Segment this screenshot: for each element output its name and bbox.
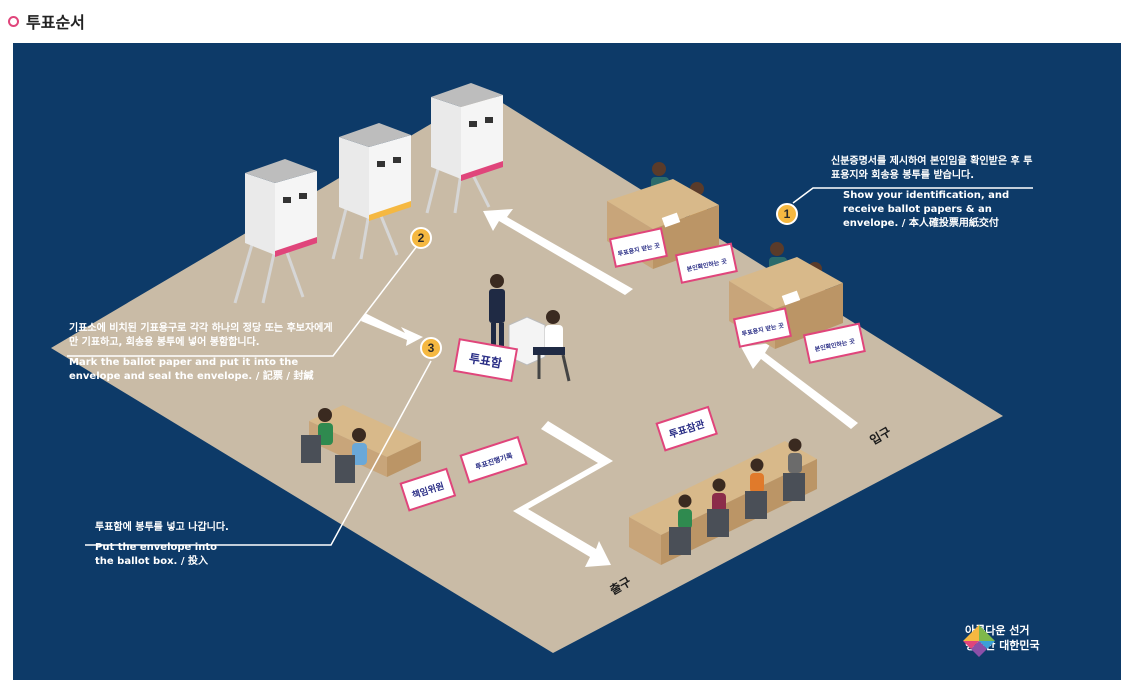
voting-booth-2	[331, 123, 411, 260]
sign-id-check-a: 본인확인하는 곳	[674, 242, 738, 284]
step-3-korean: 투표함에 봉투를 넣고 나갑니다.	[95, 522, 229, 533]
step-2-note: 기표소에 비치된 기표용구로 각각 하나의 정당 또는 후보자에게만 기표하고,…	[69, 322, 339, 384]
sign-id-check-b: 본인확인하는 곳	[802, 322, 866, 364]
svg-text:투표함: 투표함	[468, 350, 503, 371]
leader-line-3	[85, 360, 432, 546]
step-1-korean: 신분증명서를 제시하여 본인임을 확인받은 후 투표용지와 회송용 봉투를 받습…	[831, 156, 1033, 181]
step-2-english: Mark the ballot paper and put it into th…	[69, 357, 314, 382]
clerk-a1	[652, 162, 666, 176]
step-1-note: 신분증명서를 제시하여 본인임을 확인받은 후 투표용지와 회송용 봉투를 받습…	[831, 155, 1041, 231]
sign-ballot-issue-a: 투표용지 받는 곳	[608, 227, 668, 268]
voting-booth-3	[425, 83, 503, 214]
polling-station-illustration: 1 2 3 투표용지 받는 곳 본인확인하는 곳 투표용지 받는 곳 본인확인하…	[51, 83, 1033, 653]
arrow-step2-to-box	[361, 313, 423, 346]
bullet-icon	[8, 15, 19, 27]
page-header: 투표순서	[8, 8, 85, 34]
svg-text:1: 1	[784, 207, 791, 221]
leader-line-1	[792, 187, 1033, 204]
ballot-box-area	[489, 274, 571, 382]
arrow-to-booths	[483, 209, 633, 295]
voter-figure	[490, 274, 504, 288]
arrow-entrance	[741, 343, 858, 429]
step-2-korean: 기표소에 비치된 기표용구로 각각 하나의 정당 또는 후보자에게만 기표하고,…	[69, 323, 333, 348]
official-figure	[546, 310, 560, 324]
step-1-english: Show your identification, and receive ba…	[843, 190, 1010, 229]
sign-observers: 투표참관	[655, 405, 718, 452]
leader-line-2	[67, 245, 418, 357]
voting-booth-1	[233, 159, 317, 304]
step-badge-1: 1	[776, 203, 798, 225]
manager-desk	[301, 405, 421, 483]
campaign-logo: 아름다운 선거 행복한 대한민국	[961, 623, 1040, 657]
sign-progress-record: 투표진행기록	[459, 435, 528, 484]
clerk-b1	[770, 242, 784, 256]
observers-desk	[629, 438, 817, 565]
reception-desk-b	[729, 242, 843, 349]
step-3-note: 투표함에 봉투를 넣고 나갑니다. Put the envelope into …	[95, 521, 229, 569]
tangram-logo-icon	[963, 625, 995, 657]
voting-procedure-diagram: 1 2 3 투표용지 받는 곳 본인확인하는 곳 투표용지 받는 곳 본인확인하…	[13, 43, 1121, 680]
page-title: 투표순서	[26, 13, 85, 32]
leader-lines	[67, 187, 1033, 546]
sign-ballot-box: 투표함	[453, 338, 519, 382]
sign-manager: 책임위원	[399, 467, 457, 512]
step-3-english: Put the envelope into the ballot box. / …	[95, 542, 217, 567]
manager-2	[352, 428, 366, 442]
flow-arrows	[361, 209, 858, 567]
svg-text:3: 3	[428, 341, 435, 355]
arrow-exit	[513, 421, 613, 567]
step-badge-2: 2	[410, 227, 432, 249]
sign-ballot-issue-b: 투표용지 받는 곳	[732, 307, 792, 348]
step-badge-3: 3	[420, 337, 442, 359]
svg-text:2: 2	[418, 231, 425, 245]
manager-1	[318, 408, 332, 422]
